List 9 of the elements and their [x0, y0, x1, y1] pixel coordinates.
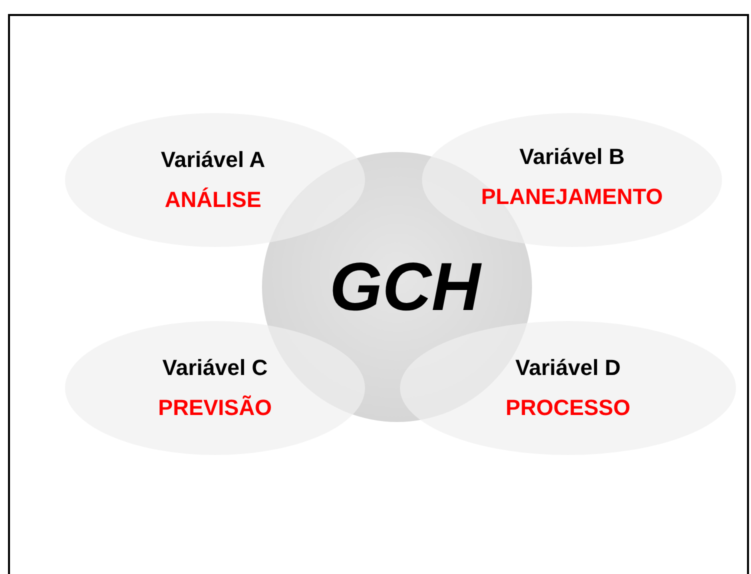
variable-label: Variável D: [515, 355, 621, 381]
variable-label: Variável A: [160, 147, 266, 173]
category-label: PROCESSO: [506, 395, 630, 421]
center-title: GCH: [329, 248, 481, 326]
variable-label: Variável B: [519, 144, 625, 170]
category-label: ANÁLISE: [164, 187, 262, 213]
variable-label: Variável C: [162, 355, 268, 381]
category-label: PREVISÃO: [158, 395, 272, 421]
category-label: PLANEJAMENTO: [481, 184, 663, 210]
